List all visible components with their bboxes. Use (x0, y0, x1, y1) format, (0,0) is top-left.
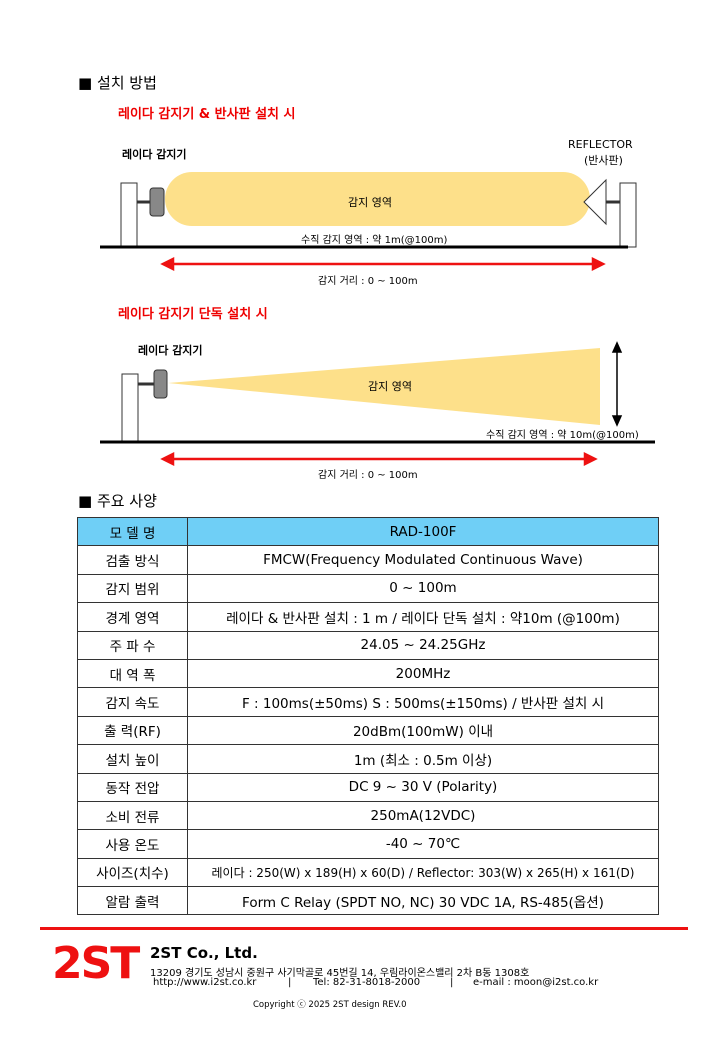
pole-right (619, 182, 637, 248)
sensor-label-2: 레이다 감지기 (138, 344, 203, 357)
company-logo: 2ST (52, 938, 140, 989)
case1-title: 레이다 감지기 & 반사판 설치 시 (118, 107, 296, 122)
company-address: 13209 경기도 성남시 중원구 사기막골로 45번길 14, 우림라이온스밸… (150, 968, 530, 979)
company-name: 2ST Co., Ltd. (150, 944, 258, 962)
spec-value: 24.05 ~ 24.25GHz (187, 630, 659, 660)
spec-value: 250mA(12VDC) (187, 800, 659, 831)
reflector-icon (583, 178, 620, 226)
spec-value: 1m (최소 : 0.5m 이상) (187, 744, 659, 774)
radar-sensor-icon (137, 187, 165, 217)
copyright: Copyright ⓒ 2025 2ST design REV.0 (253, 1000, 407, 1010)
spec-label: 대 역 폭 (77, 658, 188, 689)
spec-label: 검출 방식 (77, 545, 188, 575)
pole (121, 373, 139, 443)
separator: | (450, 977, 454, 988)
table-row: 사용 온도-40 ~ 70℃ (77, 829, 659, 859)
spec-value: RAD-100F (187, 516, 659, 547)
distance-arrow-2 (160, 451, 598, 467)
reflector-kr-label: (반사판) (584, 154, 623, 167)
spec-label: 감지 속도 (77, 687, 188, 717)
reflector-label: REFLECTOR (568, 138, 633, 151)
case2-title: 레이다 감지기 단독 설치 시 (118, 307, 268, 322)
radar-sensor-icon (138, 369, 168, 399)
spec-label: 감지 범위 (77, 573, 188, 604)
telephone: Tel: 82-31-8018-2000 (313, 977, 421, 988)
spec-label: 출 력(RF) (77, 715, 188, 746)
spec-label: 모 델 명 (77, 516, 188, 547)
spec-value: DC 9 ~ 30 V (Polarity) (187, 772, 659, 802)
spec-label: 사이즈(치수) (77, 857, 188, 888)
spec-label: 경계 영역 (77, 602, 188, 632)
spec-value: 20dBm(100mW) 이내 (187, 715, 659, 746)
spec-label: 설치 높이 (77, 744, 188, 774)
zone-label-2: 감지 영역 (368, 380, 412, 393)
spec-value: 레이다 : 250(W) x 189(H) x 60(D) / Reflecto… (187, 857, 659, 888)
table-row: 사이즈(치수)레이다 : 250(W) x 189(H) x 60(D) / R… (77, 857, 659, 888)
vertical-arrow (611, 341, 623, 427)
spec-label: 동작 전압 (77, 772, 188, 802)
separator: | (288, 977, 292, 988)
diagram-2 (100, 341, 655, 467)
email-link[interactable]: e-mail : moon@i2st.co.kr (473, 977, 599, 988)
vertical-label-2: 수직 감지 영역 : 약 10m(@100m) (486, 430, 639, 441)
spec-label: 주 파 수 (77, 630, 188, 660)
table-row: 출 력(RF)20dBm(100mW) 이내 (77, 715, 659, 746)
spec-value: 레이다 & 반사판 설치 : 1 m / 레이다 단독 설치 : 약10m (@… (187, 602, 659, 632)
spec-value: Form C Relay (SPDT NO, NC) 30 VDC 1A, RS… (187, 886, 659, 916)
distance-label-1: 감지 거리 : 0 ~ 100m (318, 276, 418, 287)
website-link[interactable]: http://www.i2st.co.kr (153, 977, 257, 988)
zone-label-1: 감지 영역 (348, 196, 392, 209)
detection-zone-2 (168, 348, 600, 425)
spec-value: 200MHz (187, 658, 659, 689)
spec-value: 0 ~ 100m (187, 573, 659, 604)
spec-label: 사용 온도 (77, 829, 188, 859)
detection-zone-1 (165, 172, 590, 226)
footer-divider (40, 927, 688, 930)
pole-left (120, 182, 138, 248)
spec-label: 소비 전류 (77, 800, 188, 831)
diagram-1 (100, 172, 637, 272)
installation-diagram (100, 172, 655, 467)
spec-label: 알람 출력 (77, 886, 188, 916)
spec-value: FMCW(Frequency Modulated Continuous Wave… (187, 545, 659, 575)
spec-heading: ■ 주요 사양 (78, 492, 157, 510)
distance-label-2: 감지 거리 : 0 ~ 100m (318, 470, 418, 481)
distance-arrow-1 (160, 256, 606, 272)
spec-value: F : 100ms(±50ms) S : 500ms(±150ms) / 반사판… (187, 687, 659, 717)
install-heading: ■ 설치 방법 (78, 74, 157, 92)
sensor-label-1: 레이다 감지기 (122, 148, 187, 161)
vertical-label-1: 수직 감지 영역 : 약 1m(@100m) (301, 235, 448, 246)
spec-value: -40 ~ 70℃ (187, 829, 659, 859)
